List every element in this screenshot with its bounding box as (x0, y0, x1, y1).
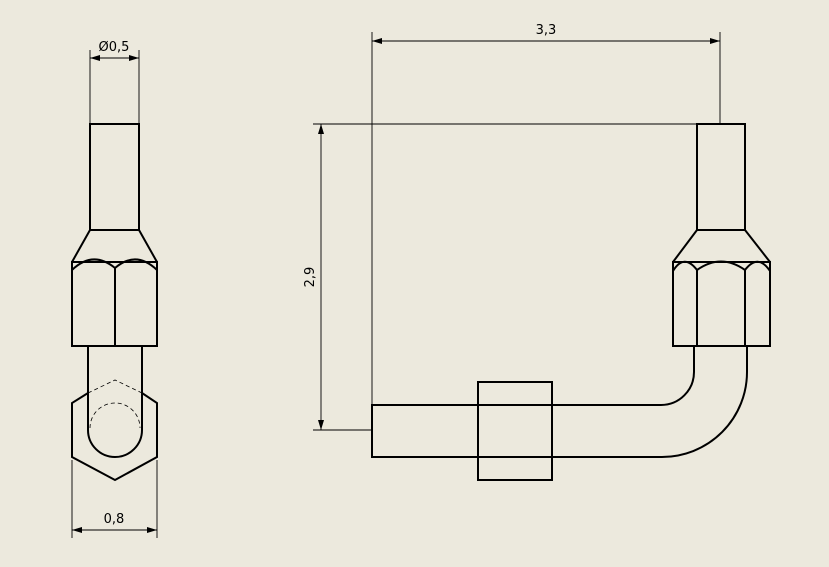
front-tube-end (371, 404, 479, 458)
side-view: Ø0,5 0,8 (71, 40, 158, 538)
dim-label-diameter: Ø0,5 (99, 40, 130, 55)
dim-label-width: 3,3 (536, 23, 557, 38)
dim-label-width: 0,8 (104, 512, 125, 527)
side-hidden-circle (89, 402, 141, 429)
front-nut-chamfer (672, 229, 771, 263)
side-hidden-hex-edge (87, 379, 143, 394)
side-hex-coupling (71, 392, 158, 482)
dim-extension-lines (71, 460, 158, 538)
front-coupling (477, 381, 553, 481)
side-tube-bottom (87, 346, 143, 458)
dim-extension-lines (313, 123, 697, 431)
side-nut-faces (71, 258, 158, 346)
dim-extension-lines (89, 50, 140, 124)
front-bend-inner (552, 346, 695, 406)
front-nut (672, 261, 771, 347)
dim-extension-lines (371, 32, 721, 405)
front-coupling-lines (478, 404, 552, 458)
side-tube-top (89, 123, 140, 231)
front-tube-top (696, 123, 746, 231)
front-nut-faces (672, 260, 771, 346)
dim-label-height: 2,9 (303, 267, 318, 288)
side-nut-chamfer (71, 229, 158, 263)
front-view: 3,3 2,9 (303, 23, 771, 481)
front-bend-outer (552, 346, 748, 458)
